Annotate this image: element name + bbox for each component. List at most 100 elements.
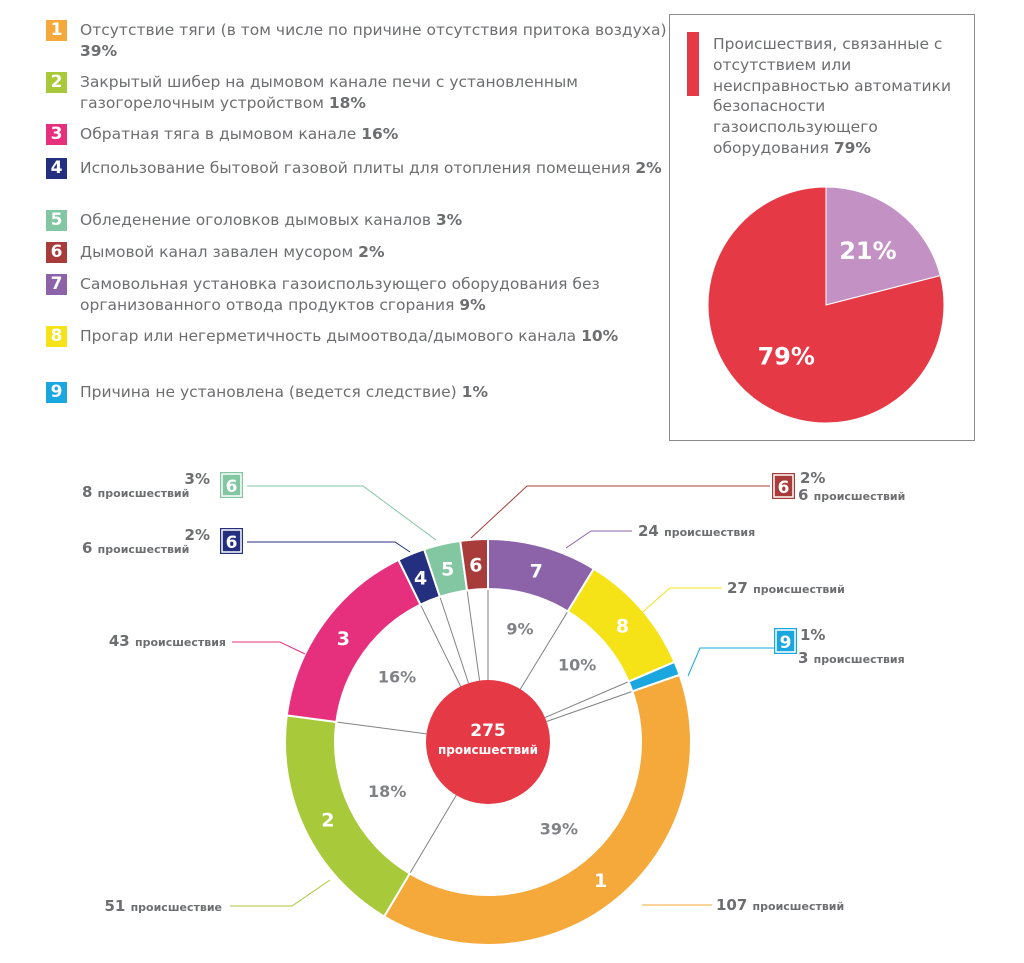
legend-pct-6: 2% [358, 243, 385, 261]
donut-segment-3 [285, 558, 422, 724]
center-circle [426, 680, 550, 804]
legend-text-3: Обратная тяга в дымовом канале [80, 125, 362, 143]
box-color-marker [687, 32, 699, 96]
legend-number-7: 7 [46, 274, 67, 295]
segment-number-5: 5 [441, 559, 454, 581]
legend-text-7: Самовольная установка газоиспользующего … [80, 275, 600, 314]
callout-pct-5: 3% [185, 470, 210, 488]
center-unit: происшествий [438, 743, 538, 757]
legend-item-9: 9 Причина не установлена (ведется следств… [40, 382, 680, 403]
legend-pct-8: 10% [581, 327, 619, 345]
center-total: 275 [470, 721, 506, 741]
callout-badge-frame-5 [221, 473, 242, 497]
divider-line-1 [546, 690, 633, 722]
callout-badge-frame-6 [773, 474, 794, 498]
callout-label-4: 6 происшествий [82, 539, 189, 557]
legend-pct-3: 16% [361, 125, 399, 143]
callout-label-2: 51 происшествие [104, 897, 222, 915]
callout-label-8: 27 происшествий [727, 579, 845, 597]
legend-pct-7: 9% [459, 296, 486, 314]
segment-number-3: 3 [337, 628, 350, 650]
legend-text-8: Прогар или негерметичность дымоотвода/ды… [80, 327, 582, 345]
callout-badge-bg-6 [772, 473, 795, 499]
divider-line-4 [420, 604, 462, 687]
callout-line-9 [687, 647, 774, 677]
legend-number-6: 6 [46, 242, 67, 263]
callout-badge-6: 6 [778, 478, 790, 498]
legend-text-1: Отсутствие тяги (в том числе по причине … [80, 21, 667, 39]
legend-item-2: 2 Закрытый шибер на дымовом канале печи с… [40, 72, 680, 114]
box-caption: Происшествия, связанные с отсутствием ил… [713, 34, 971, 159]
pie-label-79: 79% [757, 342, 814, 370]
legend-pct-1: 39% [80, 42, 118, 60]
divider-line-8 [519, 611, 569, 690]
legend-number-8: 8 [46, 326, 67, 347]
legend-text-9: Причина не установлена (ведется следстви… [80, 383, 462, 401]
segment-number-1: 1 [594, 870, 607, 892]
callout-line-7 [565, 530, 632, 549]
callout-line-6 [470, 485, 770, 539]
donut-segment-6 [459, 537, 489, 592]
legend-text-5: Обледенение оголовков дымовых каналов [80, 211, 436, 229]
callout-line-2 [230, 879, 331, 907]
donut-segment-2 [284, 714, 412, 918]
legend-pct-5: 3% [435, 211, 463, 229]
segment-number-4: 4 [414, 567, 427, 589]
callout-badge-frame-4 [221, 529, 242, 553]
divider-line-6 [466, 590, 481, 681]
callout-badge-5: 6 [226, 477, 238, 497]
legend-number-2: 2 [46, 72, 67, 93]
inner-pct-2: 18% [368, 782, 406, 801]
legend-number-3: 3 [46, 124, 67, 145]
segment-number-8: 8 [616, 615, 629, 637]
divider-line-9 [544, 681, 629, 718]
callout-label-7: 24 происшествия [638, 522, 755, 540]
segment-number-7: 7 [530, 561, 543, 583]
divider-line-3 [336, 721, 427, 735]
callout-badge-frame-9 [775, 629, 796, 653]
callout-line-8 [637, 587, 722, 617]
legend-text-4: Использование бытовой газовой плиты для … [80, 159, 636, 177]
legend-item-3: 3 Обратная тяга в дымовом канале 16% [40, 124, 680, 145]
legend-item-5: 5 Обледенение оголовков дымовых каналов 3… [40, 210, 680, 231]
box-caption-text: Происшествия, связанные с отсутствием ил… [713, 35, 952, 157]
donut-segment-1 [382, 673, 692, 946]
callout-pct-6: 2% [800, 469, 825, 487]
callout-badge-9: 9 [780, 633, 792, 653]
callout-line-5 [247, 485, 437, 541]
inner-pct-3: 16% [378, 668, 416, 687]
automation-box: Происшествия, связанные с отсутствием ил… [669, 14, 975, 441]
pie-label-21: 21% [839, 237, 896, 265]
callout-label-3: 43 происшествия [109, 632, 226, 650]
callout-label-1: 107 происшествий [716, 896, 844, 914]
callout-label-9: 3 происшествия [798, 649, 905, 667]
legend-text-6: Дымовой канал завален мусором [80, 243, 359, 261]
callout-pct-9: 1% [800, 626, 825, 644]
callout-badge-bg-4 [220, 528, 243, 554]
inner-pct-1: 39% [540, 820, 578, 839]
box-caption-pct: 79% [833, 138, 871, 157]
legend-pct-4: 2% [635, 159, 662, 177]
legend-item-6: 6 Дымовой канал завален мусором 2% [40, 242, 680, 263]
legend-number-5: 5 [46, 210, 67, 231]
divider-line-2 [409, 795, 457, 874]
legend-number-4: 4 [46, 158, 67, 179]
segment-number-6: 6 [469, 554, 482, 576]
segment-number-2: 2 [321, 810, 334, 832]
callout-label-5: 8 происшествий [82, 483, 189, 501]
legend-pct-2: 18% [328, 94, 366, 112]
legend-pct-9: 1% [461, 383, 488, 401]
inner-pct-8: 10% [558, 656, 596, 675]
callout-pct-4: 2% [185, 526, 210, 544]
legend-number-9: 9 [46, 382, 67, 403]
callout-label-6: 6 происшествий [798, 486, 905, 504]
callout-badge-bg-5 [220, 472, 243, 498]
callout-badge-bg-9 [774, 628, 797, 654]
callout-line-3 [232, 641, 306, 655]
callout-badge-4: 6 [226, 533, 238, 553]
legend-item-8: 8 Прогар или негерметичность дымоотвода/д… [40, 326, 680, 347]
legend-item-7: 7 Самовольная установка газоиспользующего… [40, 274, 680, 316]
callout-line-4 [247, 541, 411, 553]
legend-text-2: Закрытый шибер на дымовом канале печи с … [80, 73, 578, 112]
